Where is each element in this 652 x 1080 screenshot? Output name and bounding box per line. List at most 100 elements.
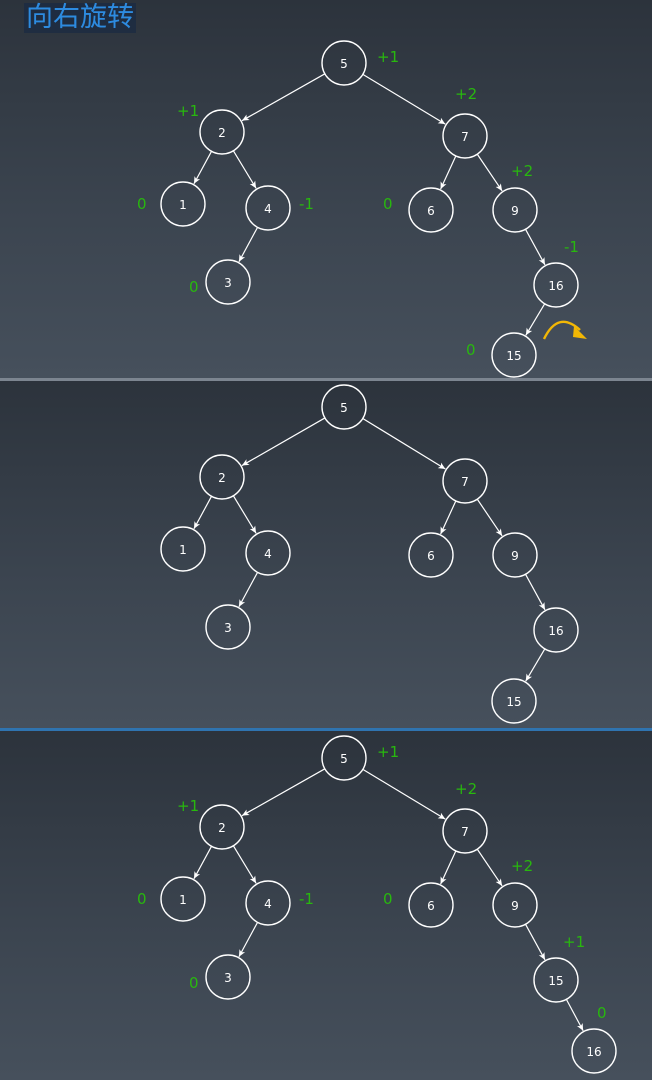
tree-node-2: 2 xyxy=(199,109,245,155)
node-label: 3 xyxy=(224,276,232,290)
node-circle xyxy=(533,957,579,1003)
tree-node-7: 7 xyxy=(442,458,488,504)
tree-node-3: 3 xyxy=(205,259,251,305)
balance-factor-4: -1 xyxy=(299,890,314,908)
node-circle xyxy=(199,804,245,850)
node-circle xyxy=(408,882,454,928)
balance-factor-15: 0 xyxy=(466,341,476,359)
edge-7-to-9 xyxy=(476,848,503,887)
edge-7-to-9 xyxy=(476,153,503,192)
balance-factor-1: 0 xyxy=(137,195,147,213)
edge-2-to-1 xyxy=(193,151,213,185)
edge-4-to-3 xyxy=(238,227,259,263)
tree-node-16: 16 xyxy=(571,1028,617,1074)
edge-7-to-6 xyxy=(440,500,457,535)
edge-2-to-4 xyxy=(232,150,257,189)
node-label: 7 xyxy=(461,130,469,144)
node-circle xyxy=(199,109,245,155)
balance-factor-16: -1 xyxy=(564,238,579,256)
panel-divider-blue xyxy=(0,728,652,731)
edge-5-to-7 xyxy=(362,768,446,820)
node-label: 1 xyxy=(179,543,187,557)
node-circle xyxy=(442,113,488,159)
node-label: 3 xyxy=(224,971,232,985)
node-circle xyxy=(408,532,454,578)
balance-factor-6: 0 xyxy=(383,890,393,908)
slide-title: 向右旋转 xyxy=(24,2,136,33)
tree-node-5: 5 xyxy=(321,384,367,430)
tree-node-16: 16 xyxy=(533,262,579,308)
node-label: 4 xyxy=(264,897,272,911)
node-circle xyxy=(205,954,251,1000)
tree-node-9: 9 xyxy=(492,532,538,578)
balance-factor-6: 0 xyxy=(383,195,393,213)
node-label: 9 xyxy=(511,899,519,913)
edge-7-to-6 xyxy=(440,155,457,190)
node-circle xyxy=(492,882,538,928)
balance-factor-9: +2 xyxy=(511,162,533,180)
edge-9-to-16 xyxy=(525,229,546,266)
tree-node-6: 6 xyxy=(408,187,454,233)
node-label: 15 xyxy=(506,695,521,709)
node-circle xyxy=(245,185,291,231)
node-circle xyxy=(160,876,206,922)
edge-2-to-4 xyxy=(232,495,257,534)
edge-9-to-15 xyxy=(525,924,546,961)
node-circle xyxy=(245,880,291,926)
tree-node-4: 4 xyxy=(245,880,291,926)
panel-divider xyxy=(0,378,652,381)
edge-5-to-7 xyxy=(362,73,446,125)
node-circle xyxy=(321,735,367,781)
panel-middle xyxy=(0,381,652,728)
node-label: 5 xyxy=(340,57,348,71)
rotate-right-arrow-icon xyxy=(542,320,587,340)
edge-15-to-16 xyxy=(565,999,584,1032)
node-label: 7 xyxy=(461,475,469,489)
node-label: 2 xyxy=(218,471,226,485)
node-label: 1 xyxy=(179,893,187,907)
node-label: 9 xyxy=(511,204,519,218)
edge-5-to-7 xyxy=(362,417,446,470)
node-circle xyxy=(408,187,454,233)
node-label: 5 xyxy=(340,752,348,766)
balance-factor-1: 0 xyxy=(137,890,147,908)
node-circle xyxy=(205,259,251,305)
tree-node-16: 16 xyxy=(533,607,579,653)
balance-factor-16: 0 xyxy=(597,1004,607,1022)
node-circle xyxy=(442,458,488,504)
balance-factor-7: +2 xyxy=(455,780,477,798)
tree-node-3: 3 xyxy=(205,604,251,650)
node-circle xyxy=(245,530,291,576)
node-circle xyxy=(321,40,367,86)
tree-node-6: 6 xyxy=(408,532,454,578)
edge-4-to-3 xyxy=(238,922,259,958)
node-label: 7 xyxy=(461,825,469,839)
tree-node-7: 7 xyxy=(442,113,488,159)
tree-node-2: 2 xyxy=(199,804,245,850)
edge-5-to-2 xyxy=(241,768,326,817)
edge-9-to-16 xyxy=(525,574,546,611)
node-label: 2 xyxy=(218,821,226,835)
node-circle xyxy=(492,187,538,233)
tree-node-5: 5 xyxy=(321,735,367,781)
tree-node-1: 1 xyxy=(160,876,206,922)
node-label: 15 xyxy=(548,974,563,988)
balance-factor-3: 0 xyxy=(189,974,199,992)
tree-node-4: 4 xyxy=(245,530,291,576)
balance-factor-4: -1 xyxy=(299,195,314,213)
node-label: 6 xyxy=(427,549,435,563)
node-label: 6 xyxy=(427,204,435,218)
edge-5-to-2 xyxy=(241,73,326,122)
tree-node-3: 3 xyxy=(205,954,251,1000)
balance-factor-15: +1 xyxy=(563,933,585,951)
node-label: 16 xyxy=(586,1045,601,1059)
node-circle xyxy=(205,604,251,650)
balance-factor-2: +1 xyxy=(177,797,199,815)
balance-factor-5: +1 xyxy=(377,48,399,66)
tree-node-5: 5 xyxy=(321,40,367,86)
edge-2-to-4 xyxy=(232,845,257,884)
balance-factor-3: 0 xyxy=(189,278,199,296)
edge-2-to-1 xyxy=(193,496,213,530)
tree-node-2: 2 xyxy=(199,454,245,500)
